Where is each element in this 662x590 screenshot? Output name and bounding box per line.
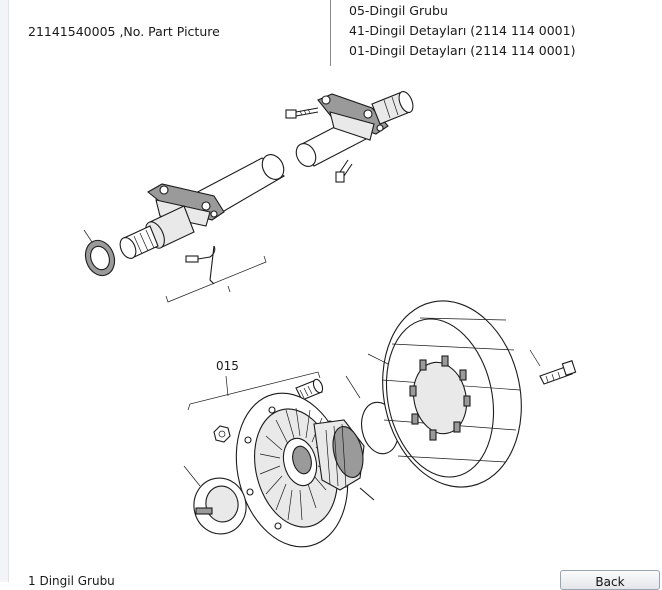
axle-assembly — [83, 91, 414, 303]
back-button-label: Back — [595, 575, 625, 589]
hub-cap — [183, 465, 247, 535]
spring-seat-right — [317, 93, 389, 141]
group-hierarchy: 05-Dingil Grubu 41-Dingil Detayları (211… — [330, 0, 575, 66]
brake-drum — [367, 300, 522, 488]
wheel-stud — [295, 378, 324, 401]
bearing-hub — [313, 419, 375, 501]
wheel-nut — [213, 425, 231, 443]
hierarchy-level-1: 05-Dingil Grubu — [349, 3, 448, 18]
callout-015-bracket — [187, 371, 321, 411]
spindle-left — [119, 205, 195, 259]
axle-group-bracket — [165, 255, 267, 303]
hierarchy-level-2: 41-Dingil Detayları (2114 114 0001) — [349, 23, 576, 38]
hierarchy-level-3: 01-Dingil Detayları (2114 114 0001) — [349, 43, 576, 58]
bolt-top — [285, 107, 319, 119]
drum-bolt — [529, 349, 577, 385]
back-button[interactable]: Back — [560, 570, 660, 590]
window-left-edge — [0, 0, 9, 582]
seal-ring-left — [83, 229, 116, 277]
abs-sensor — [185, 245, 216, 285]
bolt-mid — [335, 159, 353, 183]
callout-015: 015 — [216, 359, 239, 373]
exploded-parts-diagram: 015 — [83, 91, 577, 548]
footer-text: 1 Dingil Grubu — [28, 574, 115, 588]
spindle-right — [371, 91, 414, 125]
hub-assembly: 015 — [183, 300, 577, 548]
part-picture-title: 21141540005 ,No. Part Picture — [28, 24, 220, 39]
